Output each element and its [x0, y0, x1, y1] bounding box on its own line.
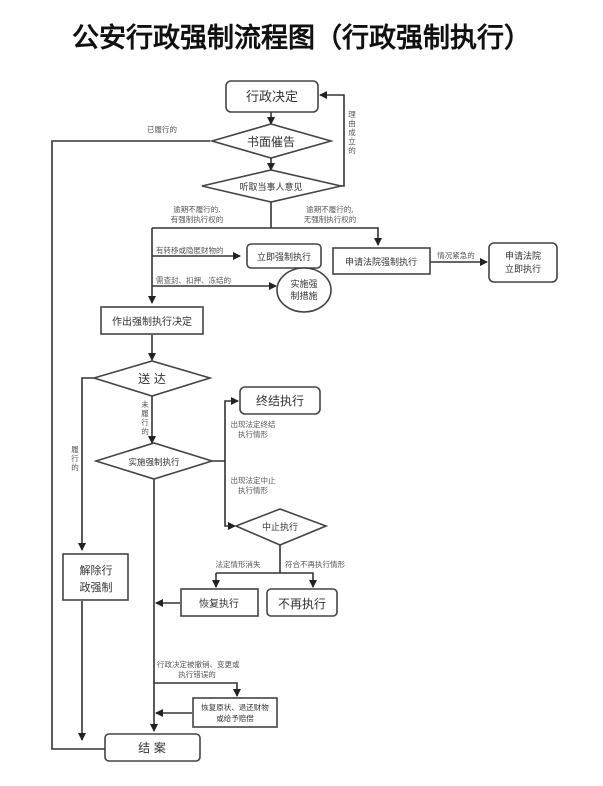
svg-text:成: 成	[348, 127, 356, 137]
arrow-to-resume	[216, 572, 317, 588]
arrow-to-terminate	[212, 397, 239, 462]
node-suspend: 中止执行	[233, 508, 329, 546]
node-hear-opinion: 听取当事人意见	[201, 169, 342, 203]
node-decision-label: 行政决定	[246, 90, 298, 105]
arrow-to-apply-court	[152, 227, 382, 246]
label-terminate-cond-2: 执行情形	[238, 429, 268, 439]
label-performed: 履 行 的	[71, 445, 79, 472]
svg-text:的: 的	[348, 145, 356, 155]
svg-text:的: 的	[141, 426, 149, 436]
node-restore-label-1: 恢复原状、退还财物	[201, 702, 269, 712]
label-not-performed: 未 履 行 的	[141, 399, 149, 436]
node-no-longer: 不再执行	[266, 588, 338, 617]
node-resume-label: 恢复执行	[199, 597, 239, 610]
arrow-hear-to-decision	[319, 91, 345, 187]
node-hear-opinion-label: 听取当事人意见	[239, 181, 302, 193]
arrow-performed-to-close	[51, 140, 210, 753]
node-written-notice: 书面催告	[209, 123, 334, 159]
node-serve-label: 送 达	[138, 371, 166, 386]
node-apply-court-immediate-label-1: 申请法院	[505, 250, 541, 262]
label-revoked-2: 执行错误的	[178, 669, 216, 679]
svg-text:由: 由	[348, 118, 356, 128]
svg-text:立: 立	[348, 136, 356, 146]
svg-text:理: 理	[348, 110, 356, 119]
node-serve: 送 达	[91, 360, 213, 397]
node-make-enforce-decision-label: 作出强制执行决定	[112, 315, 192, 328]
label-seal-seize: 需查封、扣押、冻结的	[156, 275, 231, 285]
node-terminate-label: 终结执行	[256, 393, 304, 408]
node-written-notice-label: 书面催告	[247, 135, 295, 149]
label-urgent: 情况紧急的	[437, 250, 475, 260]
node-apply-court-immediate-label-2: 立即执行	[505, 263, 541, 275]
label-meet-no-longer: 符合不再执行情形	[285, 559, 345, 569]
node-resume: 恢复执行	[180, 588, 259, 617]
node-apply-court-label: 申请法院强制执行	[345, 256, 417, 268]
label-suspend-cond-1: 出现法定中止	[231, 475, 276, 485]
node-make-enforce-decision: 作出强制执行决定	[100, 306, 204, 335]
node-implement-measures-label-2: 制措施	[290, 290, 317, 302]
svg-text:的: 的	[71, 462, 79, 472]
node-implement-enforce: 实施强制执行	[93, 442, 215, 480]
node-restore: 恢复原状、退还财物 或给予赔偿	[192, 697, 278, 728]
svg-text:履: 履	[141, 409, 149, 418]
node-apply-court-immediate: 申请法院 立即执行	[488, 242, 558, 283]
label-terminate-cond-1: 出现法定终结	[231, 419, 276, 429]
svg-text:未: 未	[141, 399, 149, 409]
page-title: 公安行政强制流程图（行政强制执行）	[72, 23, 531, 54]
node-implement-measures: 实施强 制措施	[276, 267, 332, 313]
label-revoked-1: 行政决定被撤销、变更或	[157, 659, 240, 669]
svg-text:履: 履	[71, 445, 79, 454]
label-reason-established: 理 由 成 立 的	[348, 110, 356, 155]
node-release: 解除行 政强制	[62, 553, 129, 601]
node-no-longer-label: 不再执行	[278, 597, 326, 611]
node-restore-label-2: 或给予赔偿	[216, 713, 254, 723]
node-suspend-label: 中止执行	[262, 521, 298, 533]
label-already-performed: 已履行的	[147, 124, 177, 134]
node-release-label-1: 解除行	[80, 563, 113, 577]
node-immediate-enforce-label: 立即强制执行	[257, 251, 311, 263]
label-overdue-with-right-2: 有强制执行权的	[171, 214, 224, 224]
label-transfer-hide: 有转移或隐匿财物的	[156, 245, 224, 255]
label-overdue-without-right-1: 逾期不履行的,	[306, 204, 353, 214]
arrow-serve-to-release	[78, 377, 94, 551]
label-overdue-with-right-1: 逾期不履行的,	[173, 204, 220, 214]
node-decision: 行政决定	[225, 80, 319, 113]
node-terminate: 终结执行	[239, 386, 321, 415]
label-suspend-cond-2: 执行情形	[238, 485, 268, 495]
node-close-label: 结 案	[138, 740, 166, 755]
arrow-to-restore	[154, 682, 241, 697]
node-implement-enforce-label: 实施强制执行	[128, 457, 180, 468]
arrow-to-suspend	[224, 461, 236, 530]
label-cond-disappear: 法定情形消失	[216, 559, 261, 569]
node-release-label-2: 政强制	[80, 580, 113, 594]
label-overdue-without-right-2: 无强制执行权的	[304, 214, 357, 224]
node-apply-court: 申请法院强制执行	[332, 247, 431, 275]
node-implement-measures-label-1: 实施强	[290, 278, 317, 290]
node-close: 结 案	[104, 733, 201, 762]
svg-text:行: 行	[141, 417, 149, 427]
svg-text:行: 行	[71, 453, 79, 463]
node-immediate-enforce: 立即强制执行	[246, 243, 322, 269]
